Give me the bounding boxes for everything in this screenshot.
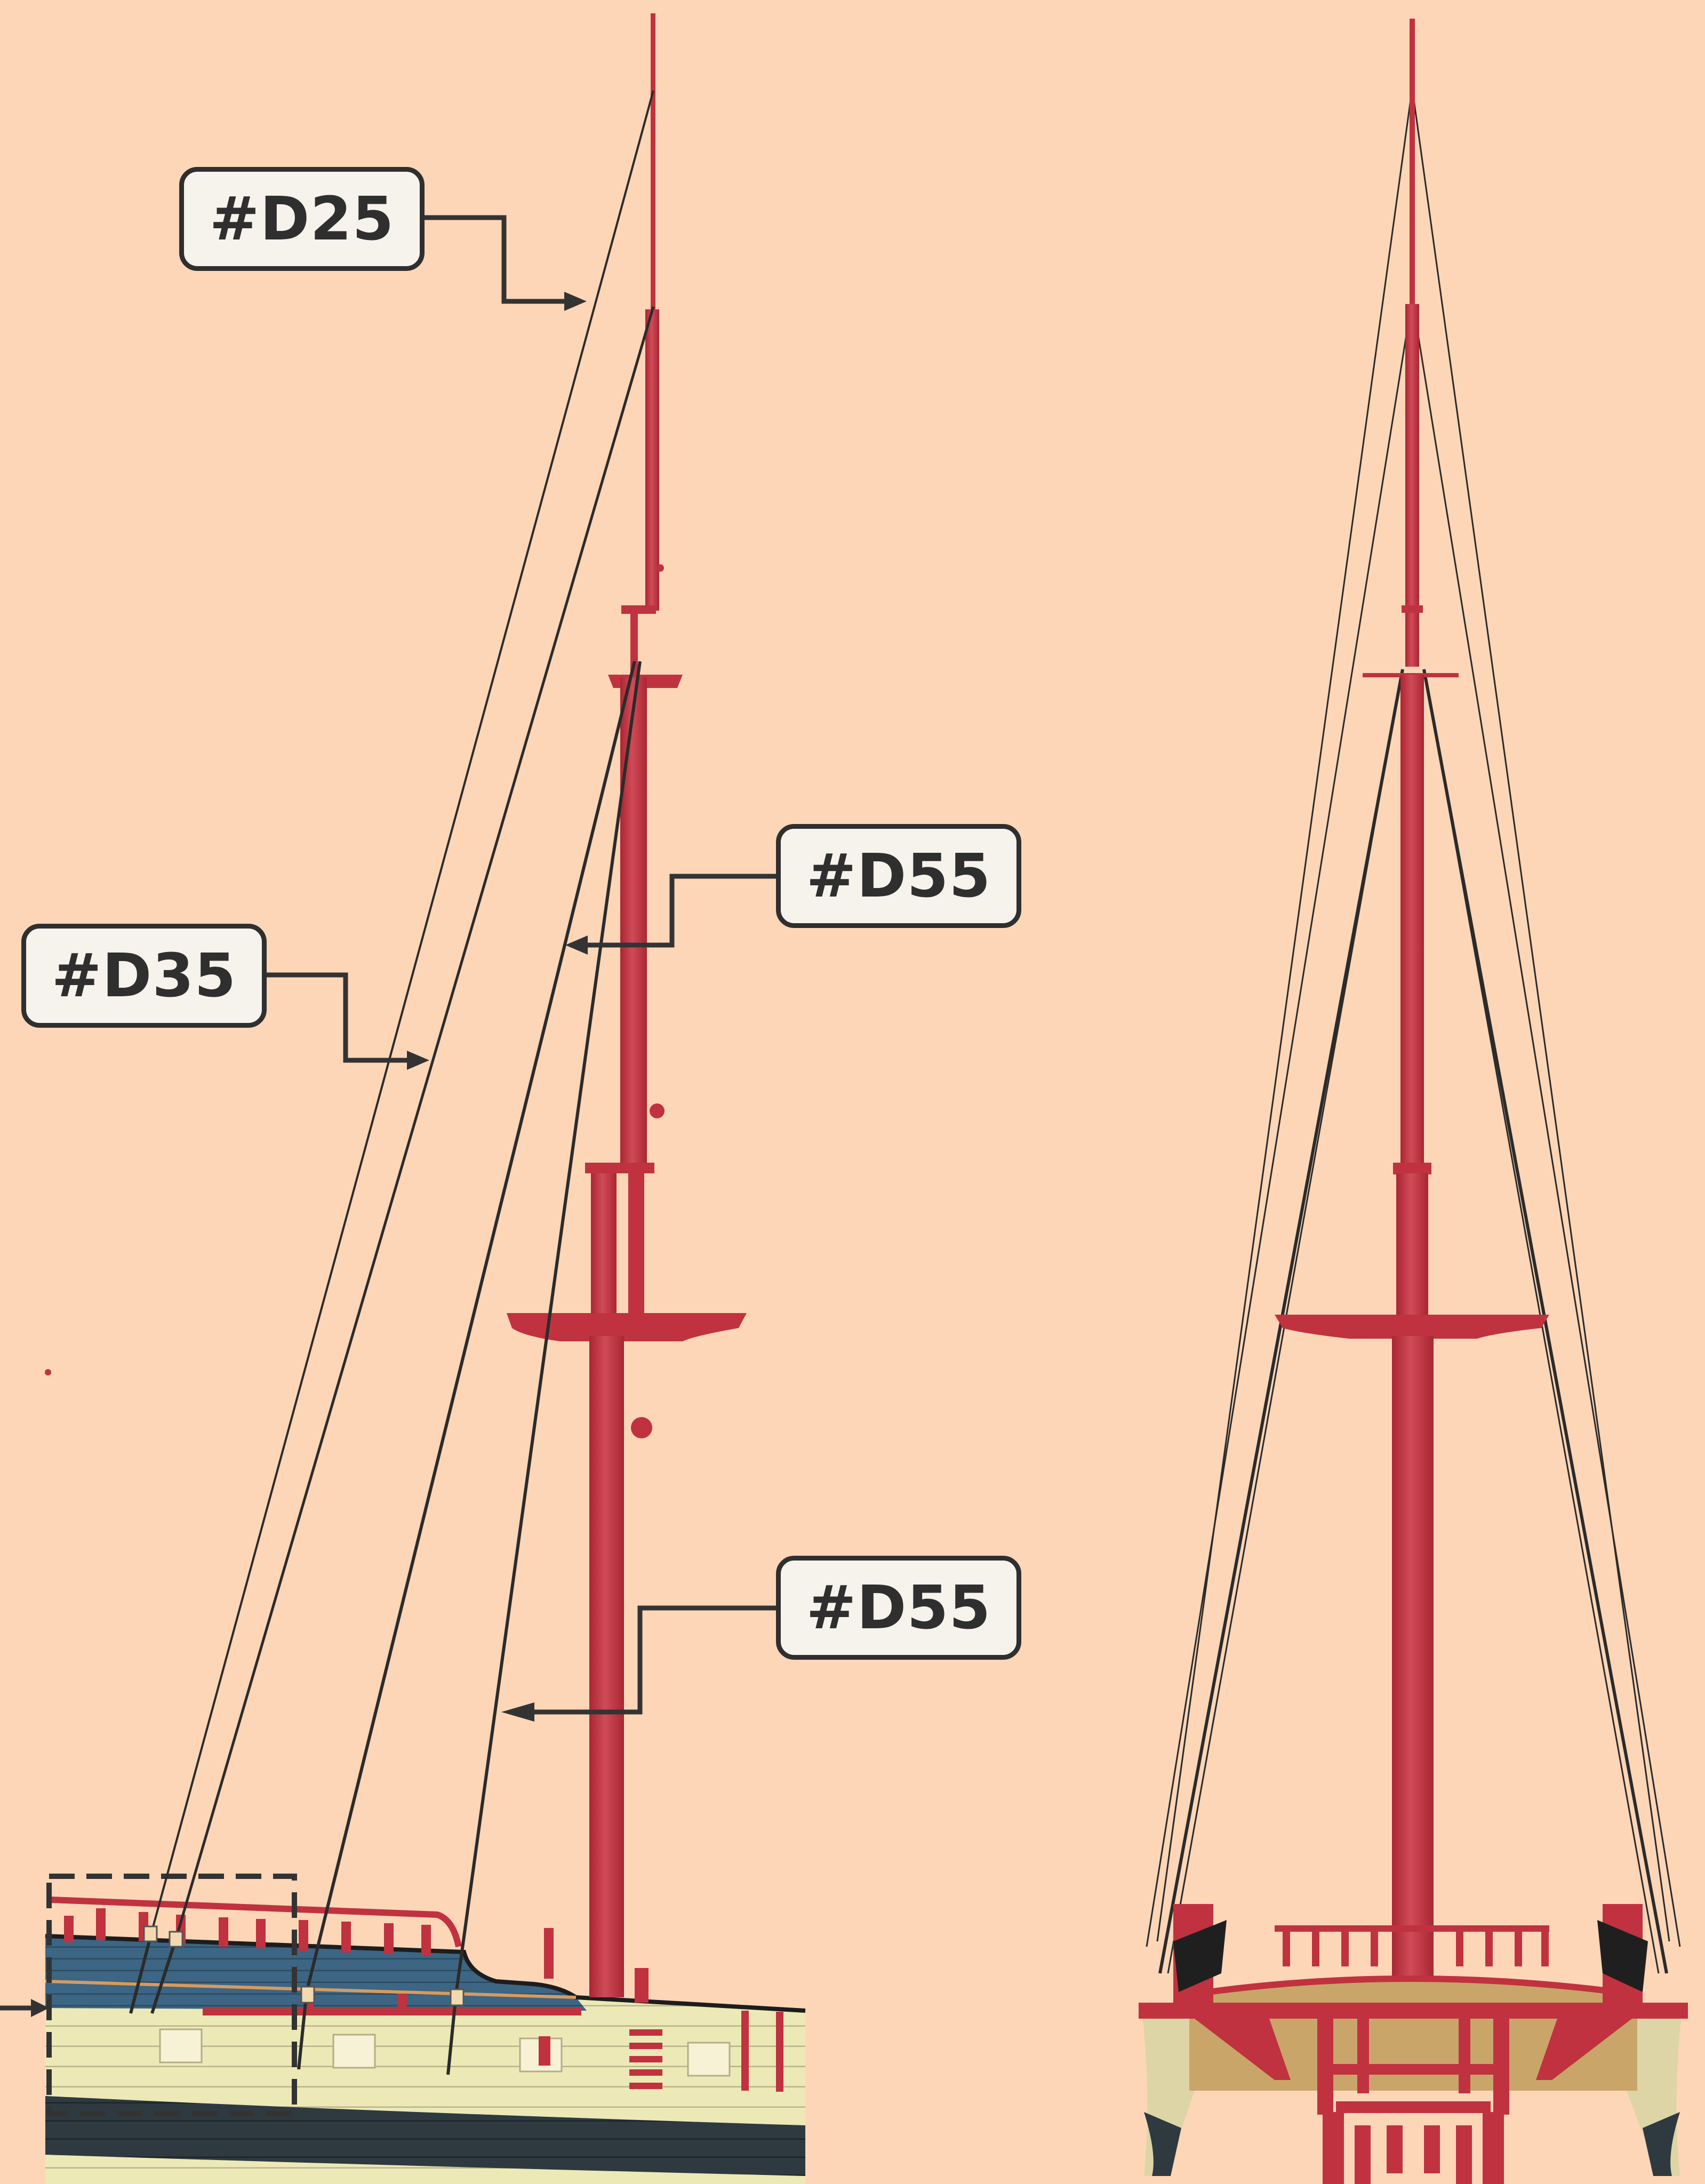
callout-d35-label: #D35 bbox=[51, 941, 237, 1011]
callout-d55-lower: #D55 bbox=[776, 1556, 1021, 1660]
side-view bbox=[0, 13, 806, 2184]
callout-d55-upper-label: #D55 bbox=[806, 841, 991, 911]
hull-front bbox=[1139, 1904, 1688, 2184]
detail-highlight-box bbox=[46, 1874, 297, 2116]
hull-side bbox=[0, 1874, 806, 2184]
rigging-side bbox=[129, 90, 655, 2075]
front-view bbox=[1139, 19, 1688, 2184]
callout-arrowheads bbox=[407, 292, 588, 1722]
callout-leaders bbox=[265, 215, 777, 1715]
mast-front bbox=[1275, 19, 1549, 2003]
callout-d25: #D25 bbox=[179, 167, 425, 271]
callout-d25-label: #D25 bbox=[209, 184, 395, 254]
callout-d35: #D35 bbox=[21, 924, 267, 1028]
callout-d55-upper: #D55 bbox=[776, 824, 1021, 928]
mast-side bbox=[45, 13, 747, 1997]
callout-d55-lower-label: #D55 bbox=[806, 1573, 991, 1643]
left-edge-arrow bbox=[0, 1999, 49, 2017]
